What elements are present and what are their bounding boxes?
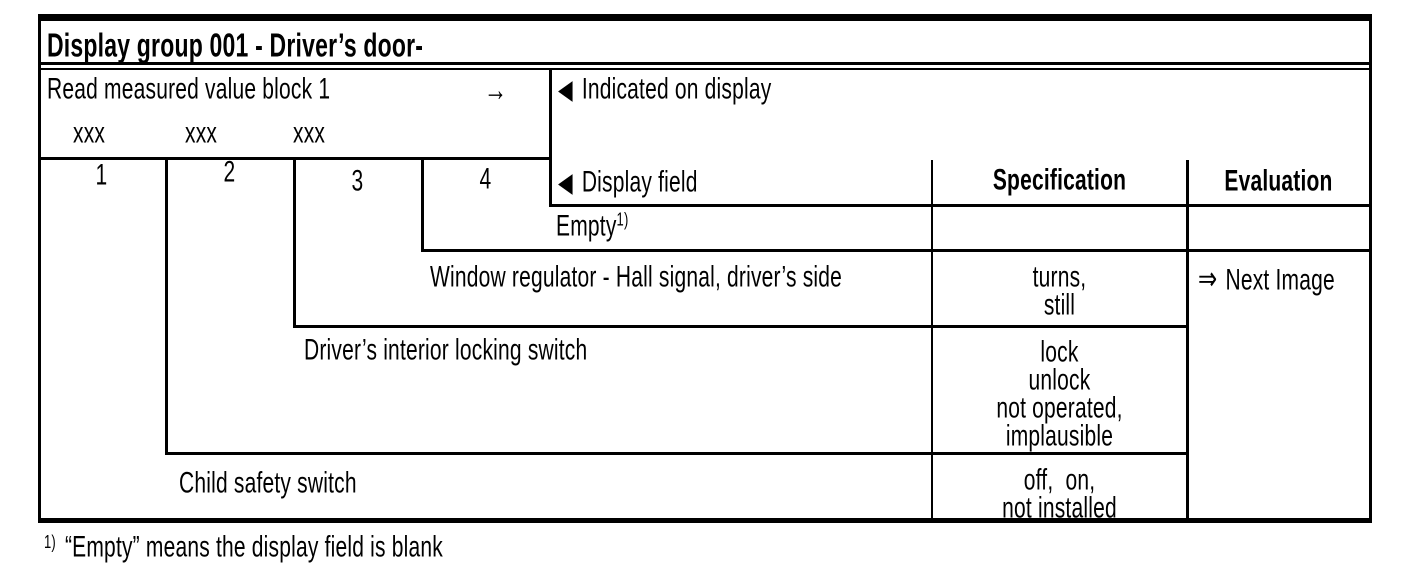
grid-line-window-row-bottom — [295, 325, 1188, 328]
field-number-1: 1 — [95, 159, 108, 192]
indicated-on-display-label: Indicated on display — [581, 73, 772, 106]
spec-lock: lock — [1040, 336, 1079, 369]
footnote-text: “Empty” means the display field is blank — [64, 531, 443, 564]
field-number-3: 3 — [351, 165, 364, 198]
outer-border-bottom — [38, 518, 1372, 523]
grid-line-col2-right — [293, 157, 296, 328]
footnote: 1) “Empty” means the display field is bla… — [44, 531, 443, 568]
field-number-4: 4 — [479, 163, 492, 196]
spec-not-installed: not installed — [1002, 492, 1117, 525]
grid-line-col1-right — [165, 157, 168, 455]
grid-line-specification-left — [931, 160, 933, 521]
page-title: Display group 001 - Driver’s door- — [47, 26, 424, 64]
grid-line-evaluation-left — [1186, 160, 1189, 521]
measured-value-3: xxx — [293, 117, 326, 150]
spec-turns: turns, — [1032, 261, 1087, 294]
measured-value-2: xxx — [185, 117, 218, 150]
row-window-regulator-label: Window regulator - Hall signal, driver’s… — [430, 261, 843, 294]
grid-line-col3-right — [421, 157, 424, 252]
double-arrow-icon: ⇒ — [1198, 259, 1218, 297]
row-empty-text: Empty — [556, 210, 617, 243]
grid-line-col4-right — [549, 70, 552, 207]
footnote-marker: 1) — [44, 531, 56, 553]
spec-still: still — [1043, 289, 1076, 322]
display-field-header-cell: ◀ Display field — [558, 166, 698, 202]
row-child-safety-label: Child safety switch — [179, 467, 357, 500]
row-empty-label: Empty1) — [556, 208, 629, 247]
grid-line-empty-row-bottom — [423, 249, 1372, 252]
footnote-reference: 1) — [616, 208, 629, 230]
read-block-label: Read measured value block 1 — [47, 73, 331, 106]
grid-line-locking-row-bottom — [167, 452, 1188, 455]
left-pointer-icon: ◀ — [558, 75, 573, 106]
outer-border-top — [38, 14, 1372, 21]
left-pointer-icon: ◀ — [558, 168, 573, 199]
spec-implausible: implausible — [1005, 420, 1114, 453]
spec-off-on: off, on, — [1023, 464, 1096, 497]
title-rule-lower — [38, 68, 1372, 70]
spec-unlock: unlock — [1028, 364, 1091, 397]
outer-border-left — [38, 14, 41, 523]
specification-header: Specification — [992, 164, 1127, 197]
indicated-on-display-cell: ◀ Indicated on display — [558, 73, 771, 109]
grid-line-header-bottom — [550, 204, 1372, 207]
spec-not-operated: not operated, — [996, 392, 1123, 425]
outer-border-right — [1369, 14, 1372, 523]
row-locking-switch-label: Driver’s interior locking switch — [304, 334, 588, 367]
title-rule-upper — [38, 62, 1372, 65]
next-image-label: Next Image — [1225, 263, 1335, 297]
field-number-2: 2 — [223, 156, 236, 189]
evaluation-header: Evaluation — [1224, 165, 1333, 198]
right-arrow-icon: → — [484, 70, 508, 108]
measured-value-1: xxx — [73, 117, 106, 150]
display-field-header-label: Display field — [581, 166, 698, 199]
evaluation-next-image-cell: ⇒Next Image — [1198, 261, 1335, 298]
